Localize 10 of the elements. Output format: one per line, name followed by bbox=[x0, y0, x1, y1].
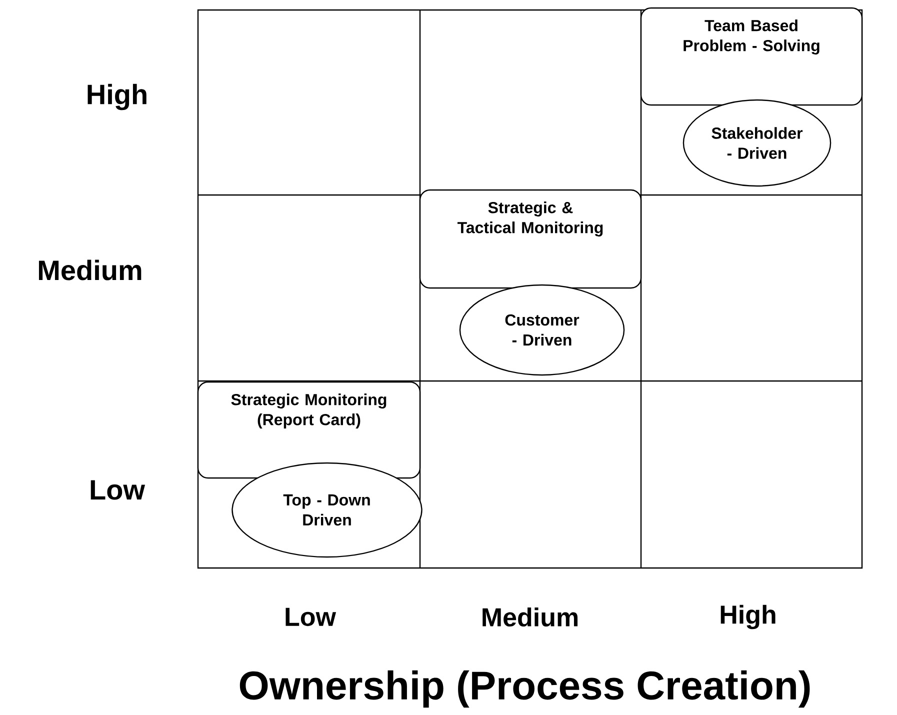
rounded-box: Team Based Problem - Solving bbox=[640, 7, 863, 106]
column-label: High bbox=[720, 604, 776, 630]
rounded-box: Strategic Monitoring (Report Card) bbox=[197, 381, 421, 479]
column-label: Low bbox=[286, 608, 336, 626]
axis-title: Ownership (Process Creation) bbox=[240, 670, 810, 708]
row-label: High bbox=[88, 84, 146, 110]
rounded-box: Strategic & Tactical Monitoring bbox=[419, 189, 642, 289]
row-label: Low bbox=[90, 480, 146, 500]
column-label: Medium bbox=[482, 607, 578, 627]
row-label: Medium bbox=[38, 260, 142, 280]
